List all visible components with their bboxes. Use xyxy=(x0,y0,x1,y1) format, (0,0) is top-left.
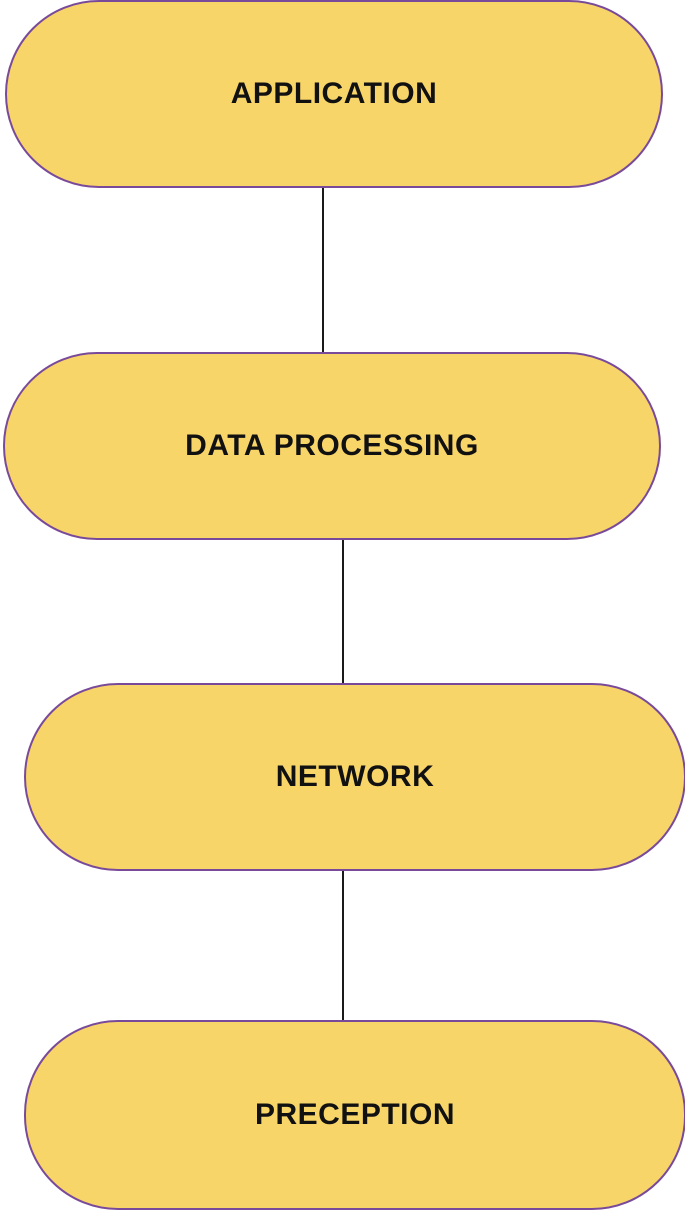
layer-label-data-processing: DATA PROCESSING xyxy=(185,429,479,462)
connector-data-processing-network xyxy=(342,538,344,686)
connector-network-perception xyxy=(342,868,344,1024)
layer-label-network: NETWORK xyxy=(275,760,435,793)
layer-box-application: APPLICATION xyxy=(5,0,663,188)
layer-box-data-processing: DATA PROCESSING xyxy=(3,352,661,540)
layer-box-perception: PRECEPTION xyxy=(24,1020,685,1210)
layer-label-application: APPLICATION xyxy=(230,77,438,110)
layer-label-perception: PRECEPTION xyxy=(254,1098,456,1131)
connector-application-data-processing xyxy=(322,185,324,353)
layer-box-network: NETWORK xyxy=(24,683,685,871)
